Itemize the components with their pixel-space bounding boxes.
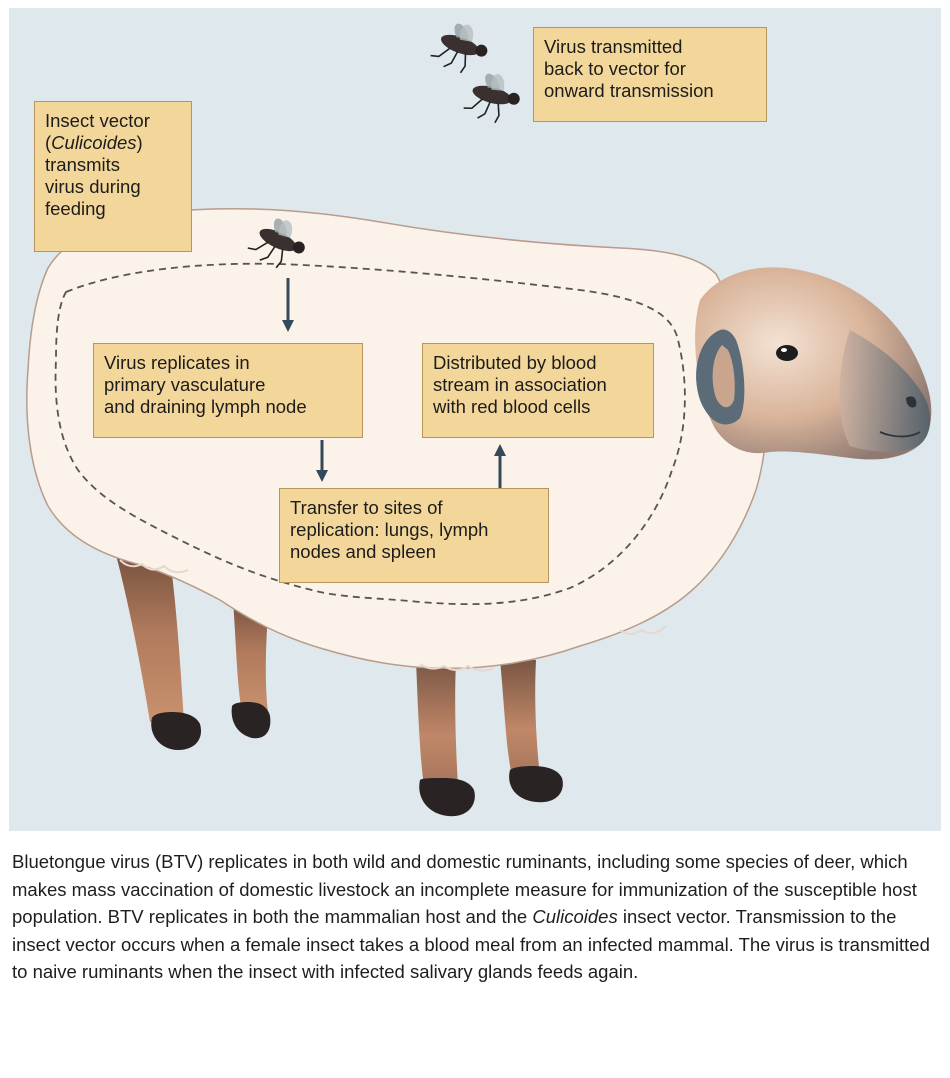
fly-icon: [462, 68, 525, 128]
label-transfer: Transfer to sites of replication: lungs,…: [279, 488, 549, 583]
label-vector-feeding: Insect vector (Culicoides) transmits vir…: [34, 101, 192, 252]
sheep-eye: [776, 345, 798, 361]
genus-name-italic: Culicoides: [51, 132, 136, 153]
label-vector-back: Virus transmitted back to vector for onw…: [533, 27, 767, 122]
label-virus-replicates: Virus replicates in primary vasculature …: [93, 343, 363, 438]
sheep-head: [695, 267, 931, 459]
fly-icon: [429, 16, 494, 79]
label-distributed: Distributed by blood stream in associati…: [422, 343, 654, 438]
figure-caption: Bluetongue virus (BTV) replicates in bot…: [12, 848, 942, 986]
caption-italic-term: Culicoides: [532, 906, 617, 927]
